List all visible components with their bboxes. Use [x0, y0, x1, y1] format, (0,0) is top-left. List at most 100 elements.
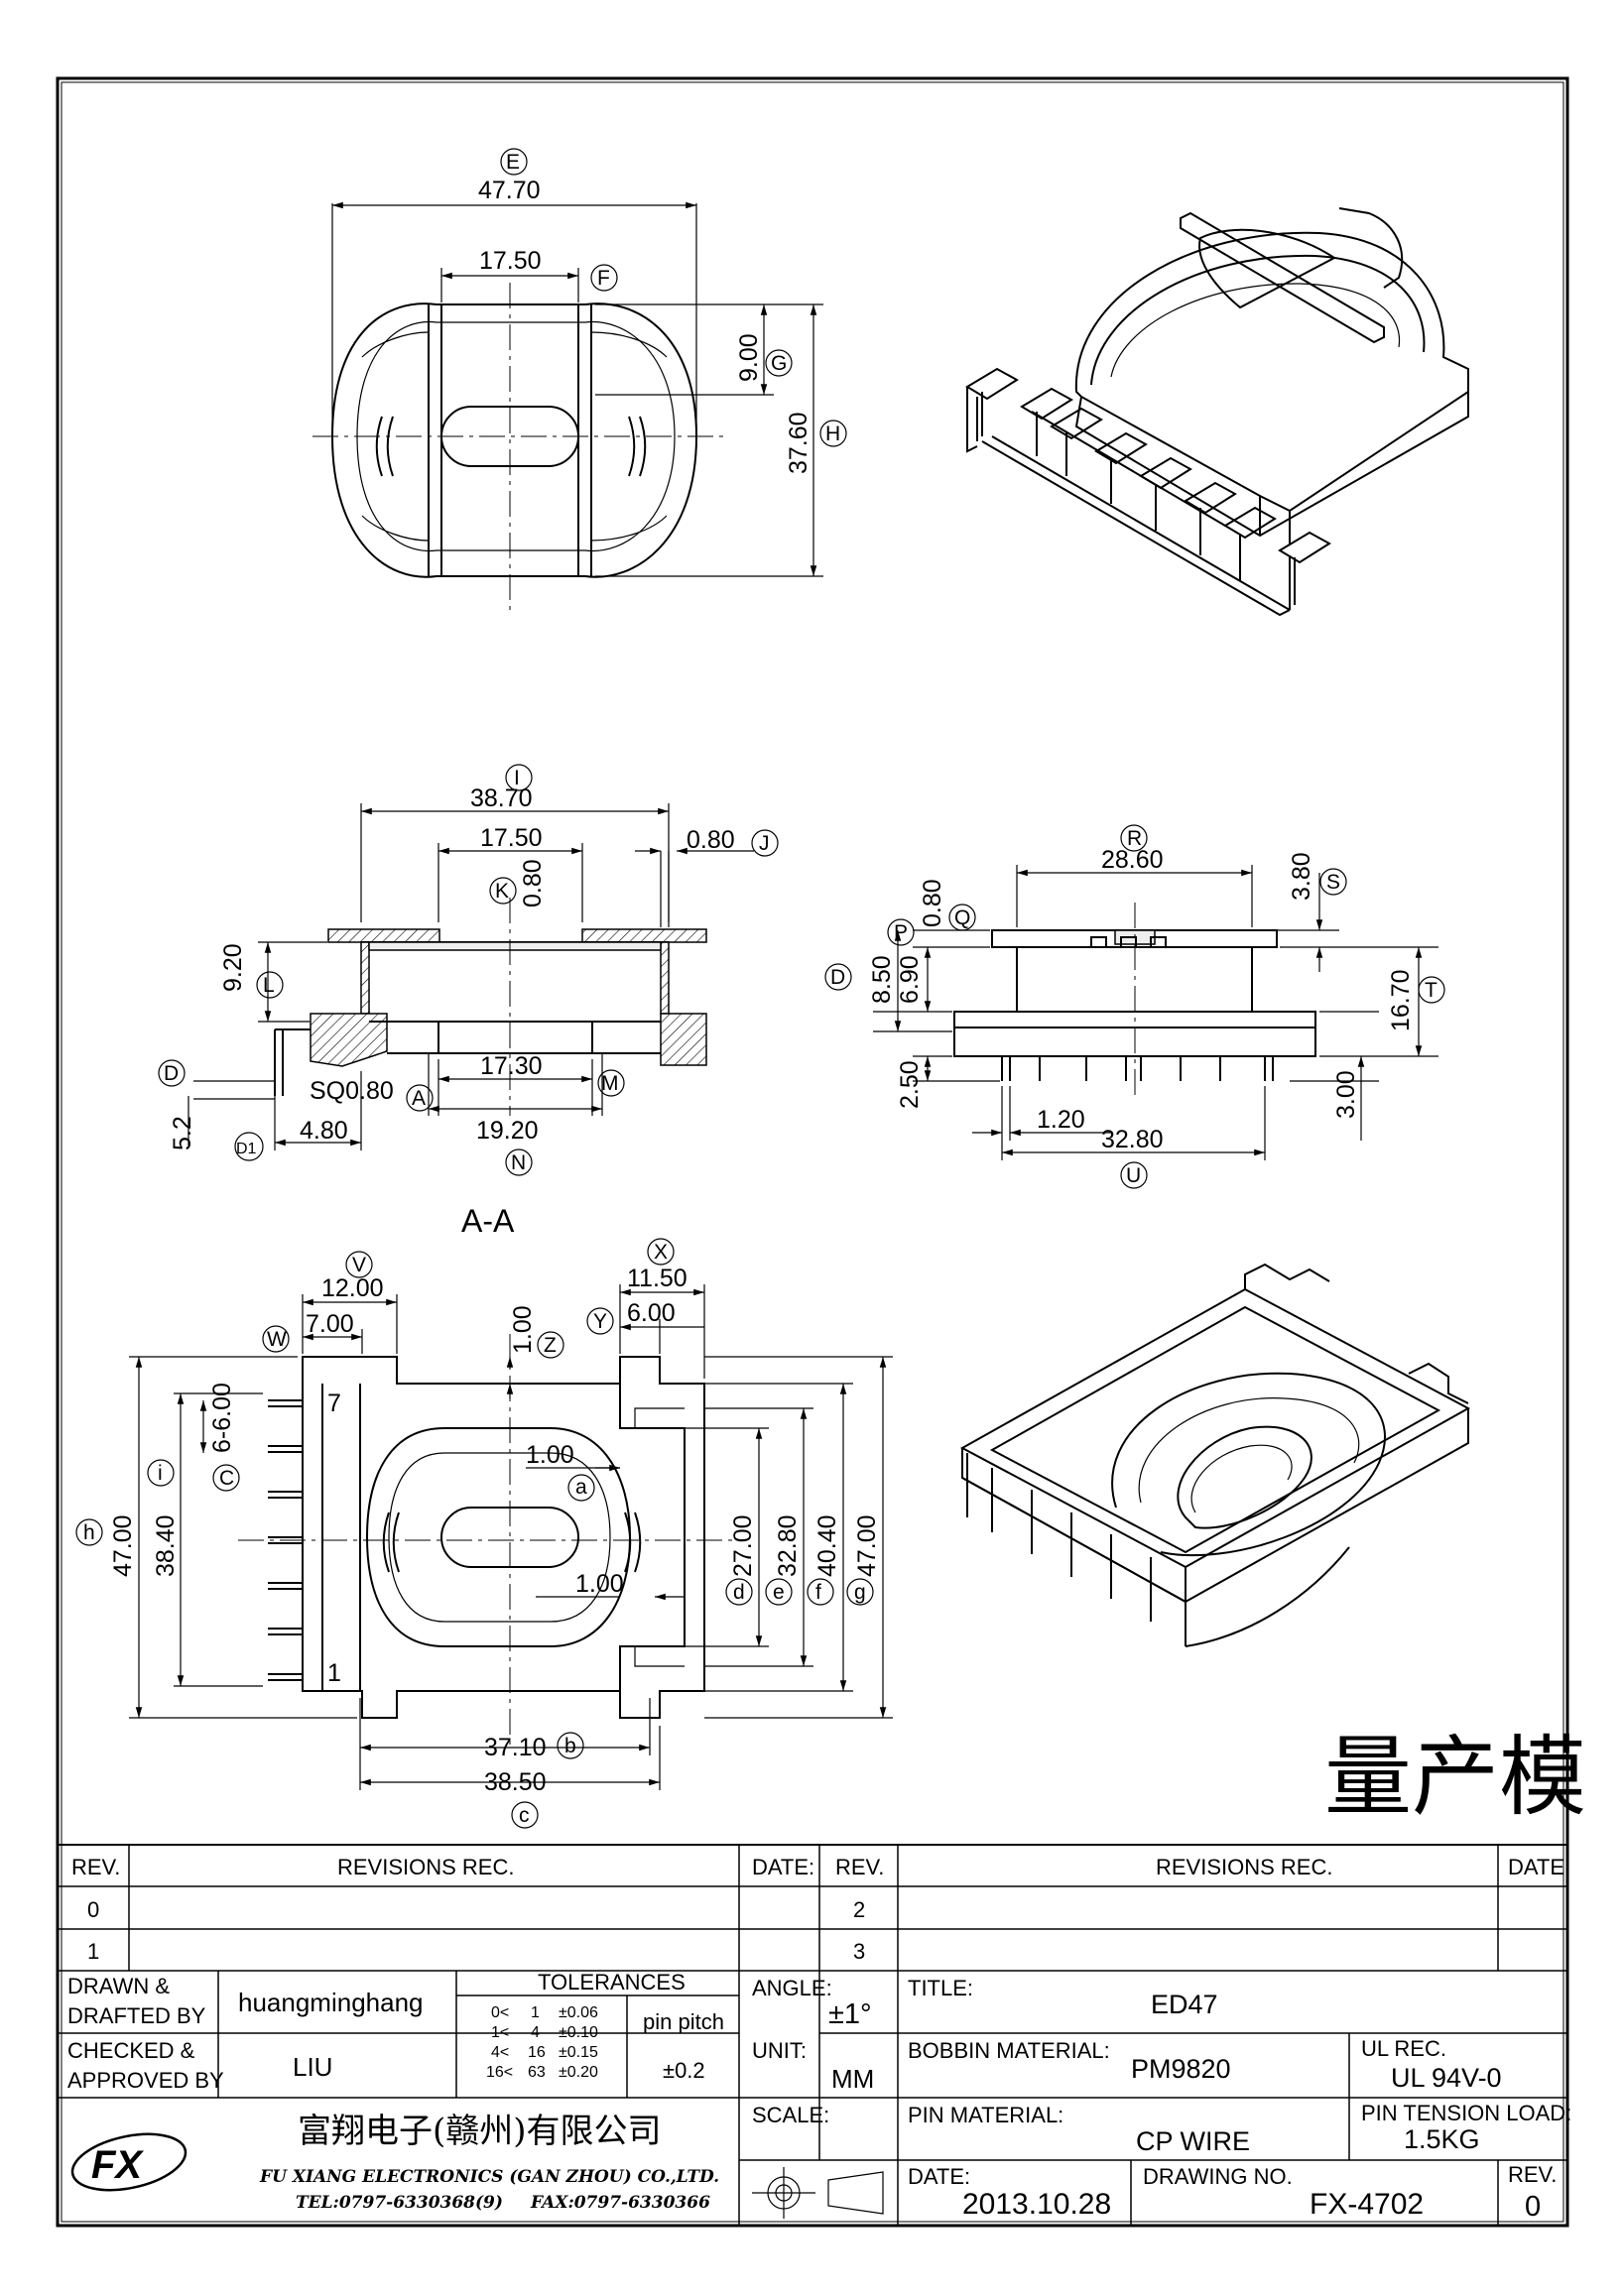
callout-F: F	[597, 267, 610, 290]
dim-I-value: 38.70	[470, 785, 533, 812]
inner-border	[61, 81, 1564, 2223]
tol-row-2-val: ±0.15	[559, 2044, 598, 2061]
rev-header-right: REV.	[835, 1855, 884, 1879]
checked-label-line1: CHECKED &	[67, 2038, 195, 2063]
dim-Y-value: 6.00	[627, 1299, 676, 1327]
dim-K-value: 0.80	[519, 859, 547, 907]
dim-J-value: 0.80	[687, 826, 735, 854]
title-block: REV. REVISIONS REC. DATE: REV. REVISIONS…	[57, 1844, 1571, 2227]
callout-X: X	[654, 1241, 668, 1264]
dim-c-value: 38.50	[484, 1768, 547, 1796]
callout-K: K	[495, 880, 509, 903]
scale-label: SCALE:	[752, 2103, 829, 2127]
unit-label: UNIT:	[752, 2038, 807, 2063]
date-label: DATE:	[908, 2164, 970, 2189]
dim-gap-value: 1.00	[575, 1570, 624, 1598]
dim-T-value: 16.70	[1387, 969, 1415, 1031]
tol-row-0-from: 0<	[491, 2004, 509, 2021]
callout-h: h	[83, 1521, 95, 1544]
tol-row-3-val: ±0.20	[559, 2064, 598, 2081]
callout-V: V	[352, 1254, 366, 1276]
tol-row-1-to: 4	[531, 2024, 540, 2041]
rev-row-2: 2	[853, 1897, 865, 1922]
rev-header-left: REV.	[71, 1855, 120, 1879]
unit-value: MM	[831, 2064, 874, 2094]
date-header-right: DATE:	[1508, 1855, 1570, 1879]
dim-N-value: 19.20	[476, 1117, 539, 1145]
tolerances-header: TOLERANCES	[538, 1970, 686, 1994]
dim-section-top-value: 17.50	[480, 824, 543, 852]
company-logo-icon: FX	[70, 2132, 187, 2192]
dim-Q-value: 0.80	[919, 879, 946, 927]
dim-F-value: 17.50	[479, 247, 542, 275]
callout-I: I	[514, 767, 520, 789]
callout-d: d	[733, 1581, 745, 1604]
callout-e: e	[773, 1581, 785, 1604]
ul-rec-value: UL 94V-0	[1391, 2063, 1502, 2093]
callout-g: g	[854, 1581, 866, 1604]
date-value: 2013.10.28	[962, 2188, 1111, 2221]
tol-row-3-to: 63	[528, 2064, 546, 2081]
projection-symbol-icon	[752, 2167, 884, 2219]
dim-Z-value: 1.00	[509, 1305, 537, 1354]
callout-f: f	[815, 1581, 821, 1604]
dim-d-value: 27.00	[729, 1514, 757, 1577]
tolerance-table: 0< 1 ±0.06 1< 4 ±0.10 4< 16 ±0.15 16< 63…	[486, 2004, 598, 2081]
title-value: ED47	[1151, 1990, 1218, 2019]
callout-H: H	[825, 423, 840, 445]
dim-W-value: 7.00	[306, 1310, 354, 1338]
callout-P: P	[894, 921, 908, 944]
callout-E: E	[506, 151, 520, 174]
pin-7-label: 7	[327, 1390, 341, 1417]
dim-V-value: 12.00	[321, 1274, 384, 1302]
callout-D1: D1	[236, 1141, 257, 1157]
callout-c: c	[519, 1804, 530, 1827]
section-view: 38.70 17.50 0.80 0.80 9.20 SQ0.80 17.30 …	[158, 764, 779, 1239]
pin-tension-value: 1.5KG	[1404, 2124, 1480, 2154]
dim-D-value-section: 5.2	[169, 1116, 196, 1150]
dim-pin-length-value: 2.50	[896, 1060, 924, 1109]
dim-U-value: 32.80	[1101, 1126, 1164, 1153]
dim-S-value: 3.80	[1288, 852, 1315, 901]
outer-border	[56, 76, 1569, 2228]
front-view: 28.60 3.80 0.80 6.90 8.50 16.70 2.50 1.2…	[824, 824, 1445, 1189]
dim-A-value: SQ0.80	[310, 1077, 394, 1105]
drawn-label-line1: DRAWN &	[67, 1974, 170, 1998]
date-header-left: DATE:	[752, 1855, 814, 1879]
rev-row-1: 1	[87, 1939, 99, 1964]
callout-N: N	[511, 1151, 526, 1174]
dim-X-value: 11.50	[627, 1265, 687, 1292]
pin-1-label: 1	[327, 1659, 341, 1687]
tol-row-2-to: 16	[528, 2044, 546, 2061]
pin-material-label: PIN MATERIAL:	[908, 2103, 1063, 2127]
tol-row-3-from: 16<	[486, 2064, 513, 2081]
callout-M: M	[601, 1072, 619, 1095]
bottom-view: 7 1	[75, 1238, 893, 1829]
section-label: A-A	[461, 1203, 515, 1239]
dim-C-value: 6-6.00	[208, 1383, 236, 1453]
title-label: TITLE:	[908, 1976, 973, 2000]
callout-J: J	[759, 832, 770, 855]
checked-value: LIU	[293, 2052, 332, 2082]
callout-D-section: D	[164, 1062, 179, 1085]
callout-T: T	[1425, 979, 1437, 1002]
tol-row-1-val: ±0.10	[559, 2024, 598, 2041]
callout-b: b	[564, 1735, 576, 1757]
rev-row-0: 0	[87, 1897, 99, 1922]
dim-L-value: 9.20	[219, 943, 247, 992]
callout-S: S	[1326, 871, 1340, 894]
tol-row-0-val: ±0.06	[559, 2004, 598, 2021]
dim-b-value: 37.10	[484, 1734, 547, 1761]
tol-row-2-from: 4<	[491, 2044, 509, 2061]
angle-value: ±1°	[828, 1998, 872, 2030]
iso-view-top	[965, 207, 1469, 617]
revisions-header-right: REVISIONS REC.	[1156, 1855, 1332, 1879]
drawn-label-line2: DRAFTED BY	[67, 2003, 206, 2028]
pin-material-value: CP WIRE	[1136, 2126, 1250, 2156]
rev-value: 0	[1525, 2191, 1541, 2223]
callout-A: A	[412, 1087, 426, 1110]
pin-pitch-value: ±0.2	[663, 2058, 705, 2083]
callout-L: L	[263, 974, 275, 997]
ul-rec-label: UL REC.	[1361, 2036, 1446, 2061]
dim-M-value: 17.30	[480, 1052, 543, 1080]
